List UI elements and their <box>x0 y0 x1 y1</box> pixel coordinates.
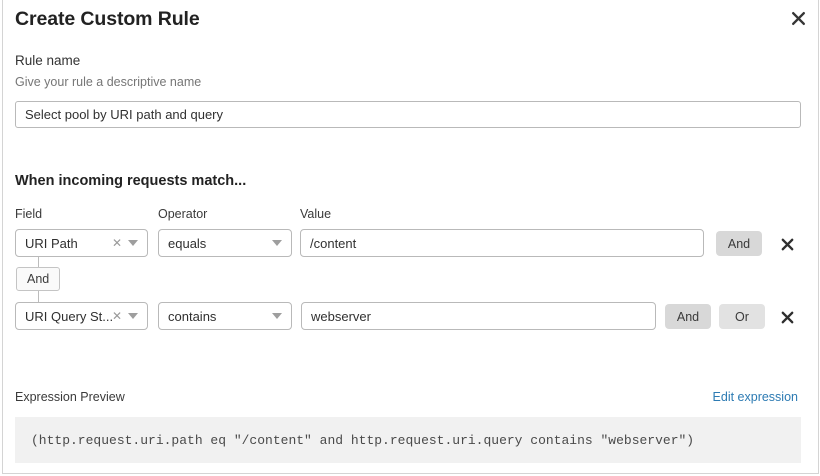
operator-select-row-2[interactable]: contains <box>158 302 292 330</box>
rule-name-label: Rule name <box>15 53 81 68</box>
and-button-row-1[interactable]: And <box>716 231 762 256</box>
or-button-row-2[interactable]: Or <box>719 304 765 329</box>
connector-and-chip[interactable]: And <box>16 267 61 291</box>
value-input-row-2[interactable] <box>301 302 656 330</box>
dialog-title: Create Custom Rule <box>15 8 200 30</box>
expression-preview-label: Expression Preview <box>15 390 125 404</box>
column-header-field: Field <box>15 207 43 221</box>
field-select-row-2[interactable]: URI Query St... ✕ <box>15 302 148 330</box>
edit-expression-link[interactable]: Edit expression <box>712 390 798 404</box>
connector-line-bottom <box>38 291 39 302</box>
close-icon[interactable] <box>786 6 810 30</box>
field-select-row-1[interactable]: URI Path ✕ <box>15 229 148 257</box>
expression-preview-code: (http.request.uri.path eq "/content" and… <box>15 417 801 463</box>
operator-select-value-row-1: equals <box>168 235 207 251</box>
match-section-heading: When incoming requests match... <box>15 173 247 189</box>
operator-select-value-row-2: contains <box>168 308 217 324</box>
chevron-down-icon-operator-row-2 <box>272 313 282 319</box>
chevron-down-icon-operator-row-1 <box>272 240 282 246</box>
chevron-down-icon-row-2 <box>128 313 138 319</box>
delete-x-glyph-row-2 <box>781 311 793 323</box>
condition-row: URI Path ✕ equals And <box>3 0 818 257</box>
field-select-value-row-2: URI Query St... <box>25 308 112 324</box>
field-clear-icon-row-2[interactable]: ✕ <box>111 309 122 323</box>
field-select-value-row-1: URI Path <box>25 235 78 251</box>
rule-name-description: Give your rule a descriptive name <box>15 75 202 89</box>
delete-x-glyph-row-1 <box>781 238 793 250</box>
column-header-value: Value <box>300 207 332 221</box>
column-header-operator: Operator <box>158 207 208 221</box>
connector-line-top <box>38 257 39 268</box>
condition-row: URI Query St... ✕ contains And Or <box>3 0 818 330</box>
and-button-row-2[interactable]: And <box>665 304 711 329</box>
rule-name-input[interactable] <box>15 101 801 128</box>
chevron-down-icon-row-1 <box>128 240 138 246</box>
value-input-row-1[interactable] <box>300 229 704 257</box>
delete-row-icon-row-1[interactable] <box>777 234 797 254</box>
operator-select-row-1[interactable]: equals <box>158 229 292 257</box>
close-x-glyph <box>791 11 805 25</box>
delete-row-icon-row-2[interactable] <box>777 307 797 327</box>
field-clear-icon-row-1[interactable]: ✕ <box>111 236 122 250</box>
